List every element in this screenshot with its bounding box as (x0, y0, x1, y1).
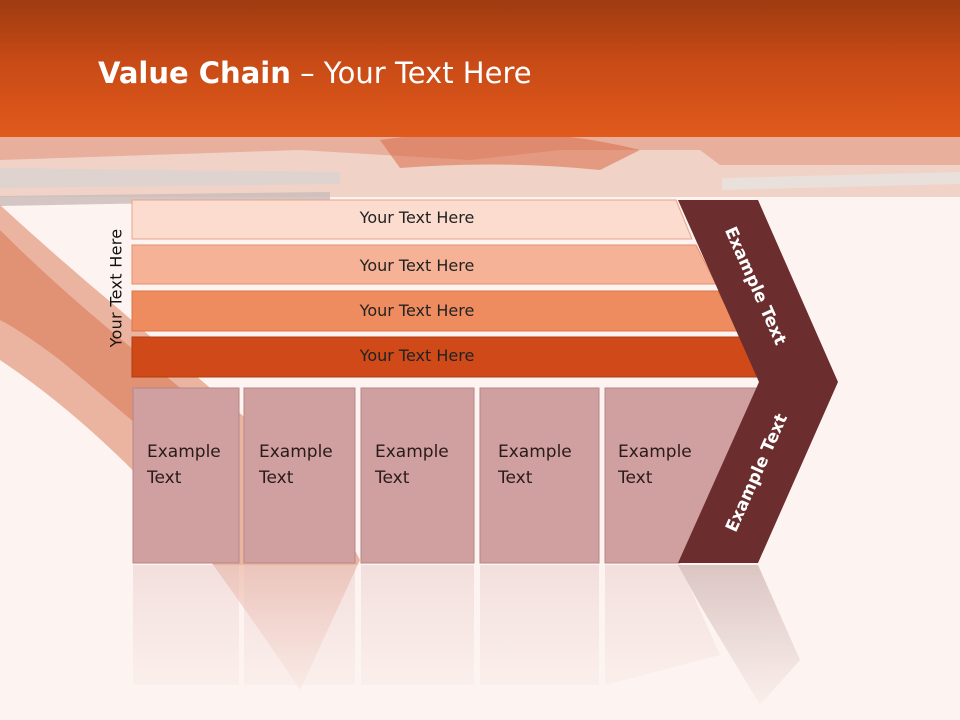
box-1-line1: Example (147, 442, 221, 462)
bar-1-label: Your Text Here (359, 208, 475, 227)
box-5-line1: Example (618, 442, 692, 462)
activity-box-4 (479, 387, 600, 564)
box-4-line2: Text (498, 468, 533, 488)
chevron-arrow (678, 200, 838, 563)
bar-3-label: Your Text Here (359, 301, 475, 320)
bar-2-label: Your Text Here (359, 256, 475, 275)
box-2-line1: Example (259, 442, 333, 462)
box-5-line2: Text (618, 468, 653, 488)
header-band (0, 0, 960, 137)
box-3-line1: Example (375, 442, 449, 462)
activity-box-2 (243, 387, 356, 564)
box-2-line2: Text (259, 468, 294, 488)
box-1-line2: Text (147, 468, 182, 488)
activity-box-3 (360, 387, 475, 564)
title-rest: – Your Text Here (290, 56, 532, 90)
box-3-line2: Text (375, 468, 410, 488)
title-bold: Value Chain (98, 56, 291, 90)
box-4-line1: Example (498, 442, 572, 462)
activity-box-1 (132, 387, 240, 564)
bar-1 (131, 199, 693, 240)
bar-4-label: Your Text Here (359, 346, 475, 365)
slide-title: Value Chain – Your Text Here (98, 56, 532, 90)
reflection-fade (0, 565, 960, 720)
